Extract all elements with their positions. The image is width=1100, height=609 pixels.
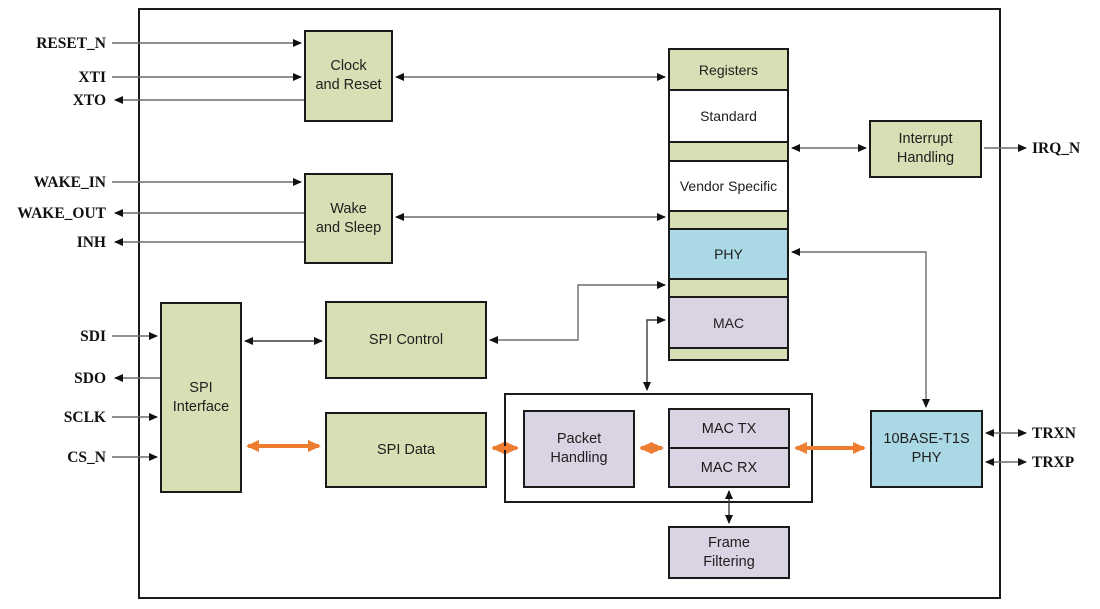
block-packet-handling: Packet Handling: [523, 410, 635, 488]
pin-label-wake-in: WAKE_IN: [33, 174, 106, 191]
pin-label-xti: XTI: [78, 69, 106, 86]
pin-label-sdo: SDO: [74, 370, 106, 387]
registers-strip-3: [670, 278, 787, 296]
pin-label-trxp: TRXP: [1032, 454, 1075, 471]
registers-header: Registers: [670, 50, 787, 89]
block-registers-stack: Registers Standard Vendor Specific PHY M…: [668, 48, 789, 361]
block-mac-rx: MAC RX: [670, 447, 788, 486]
pin-label-wake-out: WAKE_OUT: [17, 205, 106, 222]
block-spi-control: SPI Control: [325, 301, 487, 379]
registers-strip-2: [670, 210, 787, 228]
pin-label-cs-n: CS_N: [67, 449, 106, 466]
pin-label-sdi: SDI: [80, 328, 106, 345]
block-spi-interface: SPI Interface: [160, 302, 242, 493]
block-wake-and-sleep: Wake and Sleep: [304, 173, 393, 264]
registers-vendor-specific: Vendor Specific: [670, 160, 787, 210]
registers-mac: MAC: [670, 296, 787, 347]
block-10base-t1s-phy: 10BASE-T1S PHY: [870, 410, 983, 488]
block-mac-tx: MAC TX: [701, 420, 757, 437]
pin-label-inh: INH: [76, 234, 106, 251]
block-frame-filtering: Frame Filtering: [668, 526, 790, 579]
registers-strip-4: [670, 347, 787, 359]
pin-label-irq-n: IRQ_N: [1032, 140, 1081, 157]
pin-label-trxn: TRXN: [1032, 425, 1076, 442]
block-spi-data: SPI Data: [325, 412, 487, 488]
block-interrupt-handling: Interrupt Handling: [869, 120, 982, 178]
registers-phy: PHY: [670, 228, 787, 278]
registers-standard: Standard: [670, 89, 787, 141]
pin-label-xto: XTO: [72, 92, 106, 109]
block-mac-txrx: MAC TX MAC RX: [668, 408, 790, 488]
block-clock-and-reset: Clock and Reset: [304, 30, 393, 122]
chip-boundary: [138, 8, 1001, 599]
pin-label-sclk: SCLK: [63, 409, 106, 426]
pin-label-reset-n: RESET_N: [36, 35, 106, 52]
registers-strip-1: [670, 141, 787, 160]
